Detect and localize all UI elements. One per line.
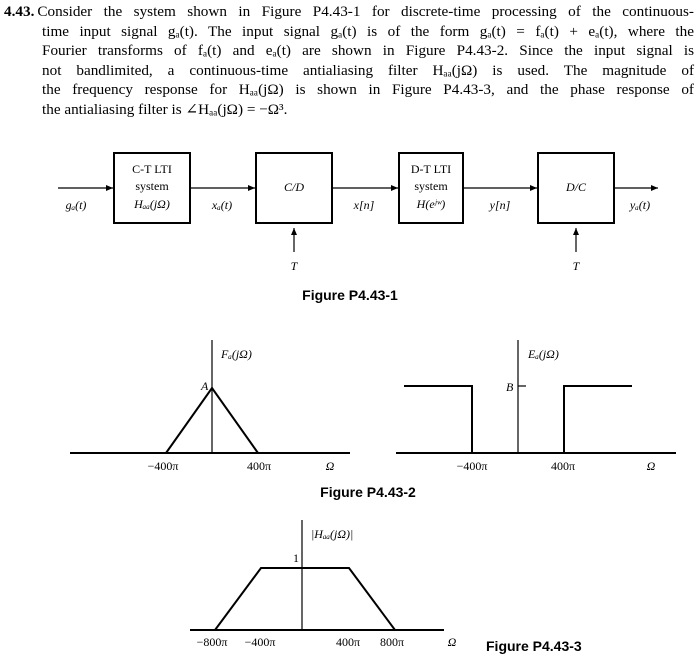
problem-line-5: the frequency response for Hₐₐ(jΩ) is sh… — [42, 81, 694, 99]
level-label: B — [506, 380, 514, 394]
problem-line-3: Fourier transforms of fₐ(t) and eₐ(t) ar… — [42, 42, 694, 60]
signal-label: yₐ(t) — [629, 198, 650, 212]
sampling-label: T — [291, 259, 299, 273]
dt-lti-label: H(eʲʷ) — [416, 197, 446, 211]
tick-label: −800π — [197, 635, 228, 649]
tick-label: 400π — [336, 635, 360, 649]
problem-line-2: time input signal gₐ(t). The input signa… — [42, 22, 694, 40]
tick-label: 800π — [380, 635, 404, 649]
tick-label: 400π — [247, 459, 271, 473]
block-diagram: C-T LTI system Hₐₐ(jΩ) C/D D-T LTI syste… — [58, 152, 658, 303]
ct-lti-block — [113, 152, 191, 224]
tick-label: −400π — [457, 459, 488, 473]
triangle-spectrum — [165, 386, 259, 454]
signal-label: xₐ(t) — [211, 198, 232, 212]
problem-line-4: not bandlimited, a continuous-time antia… — [42, 61, 694, 79]
tick-label: 400π — [551, 459, 575, 473]
ylabel: Eₐ(jΩ) — [527, 347, 559, 361]
signal-label: gₐ(t) — [66, 198, 87, 212]
dt-lti-label: D-T LTI — [411, 162, 451, 176]
signal-label: x[n] — [353, 198, 375, 212]
figure-caption: Figure P4.43-1 — [302, 287, 398, 303]
spectrum-ec: Eₐ(jΩ) B −400π 400π Ω — [396, 340, 676, 473]
axis-label: Ω — [448, 635, 457, 649]
figure-caption: Figure P4.43-3 — [486, 638, 582, 654]
sampling-label: T — [573, 259, 581, 273]
right-band — [563, 385, 632, 453]
left-band — [404, 385, 473, 453]
signal-label: y[n] — [489, 198, 511, 212]
level-label: 1 — [293, 551, 299, 565]
trapezoid-response — [214, 567, 396, 631]
peak-label: A — [200, 379, 209, 393]
ct-lti-label: C-T LTI — [132, 162, 172, 176]
ct-lti-label: Hₐₐ(jΩ) — [133, 197, 170, 211]
dt-lti-block — [398, 152, 464, 224]
axis-label: Ω — [647, 459, 656, 473]
filter-magnitude: |Hₐₐ(jΩ)| 1 −800π −400π 400π 800π Ω — [190, 520, 457, 649]
ylabel: |Hₐₐ(jΩ)| — [311, 527, 353, 541]
problem-number: 4.43. — [4, 3, 35, 20]
cd-block — [255, 152, 333, 224]
cd-label: C/D — [284, 180, 304, 194]
problem-statement: 4.43.Consider the system shown in Figure… — [4, 2, 694, 120]
dc-label: D/C — [565, 180, 587, 194]
ylabel: Fₐ(jΩ) — [220, 347, 252, 361]
tick-label: −400π — [245, 635, 276, 649]
spectrum-fc: Fₐ(jΩ) A −400π 400π Ω — [70, 340, 350, 473]
problem-line-6: the antialiasing filter is ∠Hₐₐ(jΩ) = −Ω… — [42, 100, 288, 118]
figure-caption: Figure P4.43-2 — [320, 484, 416, 500]
problem-line-1: 4.43.Consider the system shown in Figure… — [4, 3, 694, 20]
axis-label: Ω — [326, 459, 335, 473]
tick-label: −400π — [148, 459, 179, 473]
dc-block — [537, 152, 615, 224]
dt-lti-label: system — [414, 179, 448, 193]
ct-lti-label: system — [135, 179, 169, 193]
